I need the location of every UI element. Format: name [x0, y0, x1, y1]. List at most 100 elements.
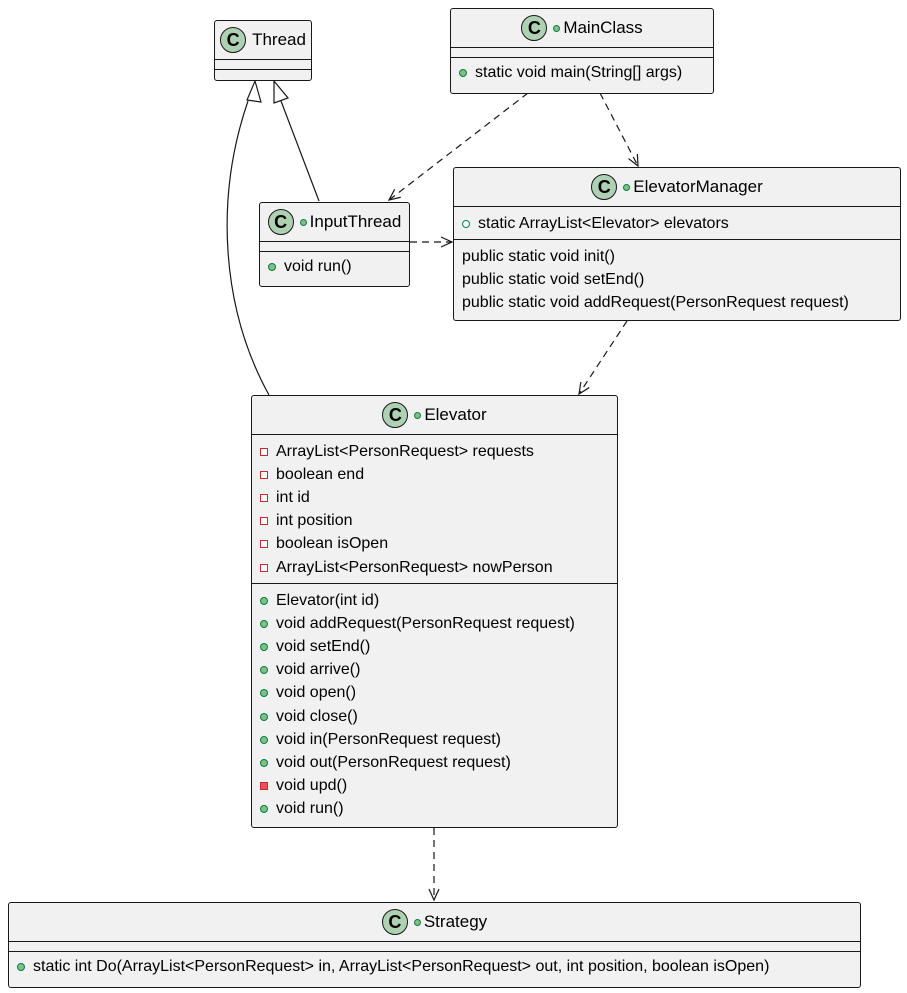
package-field-icon [462, 212, 478, 235]
method-signature: void close() [276, 707, 358, 725]
class-inputthread-methods: void run() [260, 252, 409, 282]
method-signature: void out(PersonRequest request) [276, 754, 511, 772]
public-method-icon [260, 636, 276, 659]
method-row: void in(PersonRequest request) [260, 728, 609, 751]
class-elevator[interactable]: C Elevator ArrayList<PersonRequest> requ… [251, 395, 618, 828]
field-declaration: boolean isOpen [276, 535, 389, 553]
method-signature: static int Do(ArrayList<PersonRequest> i… [33, 957, 770, 975]
field-row: int position [260, 510, 609, 533]
method-row: Elevator(int id) [260, 589, 609, 612]
class-elevatormanager-fields: static ArrayList<Elevator> elevators [454, 207, 900, 241]
public-method-icon [260, 659, 276, 682]
class-elevator-methods: Elevator(int id) void addRequest(PersonR… [252, 584, 617, 825]
class-elevatormanager-methods: public static void init() public static … [454, 240, 900, 319]
class-icon: C [381, 909, 408, 935]
class-name: Strategy [423, 912, 488, 931]
class-strategy[interactable]: C Strategy static int Do(ArrayList<Perso… [8, 902, 861, 988]
class-icon: C [382, 402, 409, 428]
class-icon: C [591, 174, 618, 200]
class-name: Thread [252, 30, 306, 49]
private-field-icon [260, 556, 276, 579]
class-name: Elevator [424, 405, 487, 424]
field-declaration: boolean end [276, 465, 365, 483]
class-strategy-fields [9, 942, 860, 952]
method-row: void addRequest(PersonRequest request) [260, 612, 609, 635]
method-row: void run() [268, 255, 401, 278]
public-method-icon [260, 752, 276, 775]
field-row: boolean end [260, 463, 609, 486]
method-signature: void arrive() [276, 661, 361, 679]
private-field-icon [260, 533, 276, 556]
class-icon: C [220, 27, 247, 53]
private-field-icon [260, 463, 276, 486]
class-thread-header: C Thread [215, 21, 311, 60]
method-row: void setEnd() [260, 636, 609, 659]
field-row: static ArrayList<Elevator> elevators [462, 212, 892, 235]
method-row: static void main(String[] args) [459, 61, 705, 84]
public-class-icon [413, 918, 421, 926]
method-signature: void in(PersonRequest request) [276, 730, 502, 748]
class-inputthread-fields [260, 242, 409, 252]
method-signature: void upd() [276, 777, 348, 795]
method-signature: public static void addRequest(PersonRequ… [462, 294, 849, 312]
method-row: static int Do(ArrayList<PersonRequest> i… [17, 955, 852, 978]
field-declaration: static ArrayList<Elevator> elevators [478, 214, 729, 232]
field-declaration: ArrayList<PersonRequest> requests [276, 442, 534, 460]
private-field-icon [260, 440, 276, 463]
method-row: public static void init() [462, 245, 892, 268]
method-signature: void run() [276, 800, 344, 818]
inheritance-arrowhead-elevator [246, 79, 262, 103]
class-thread[interactable]: C Thread [214, 20, 312, 81]
public-method-icon [17, 955, 33, 978]
method-signature: public static void setEnd() [462, 270, 645, 288]
class-strategy-header: C Strategy [9, 903, 860, 942]
method-signature: void addRequest(PersonRequest request) [276, 614, 575, 632]
public-method-icon [260, 612, 276, 635]
field-declaration: int id [276, 488, 310, 506]
class-mainclass-fields [451, 48, 713, 58]
method-signature: static void main(String[] args) [475, 63, 683, 81]
public-method-icon [459, 61, 475, 84]
class-elevatormanager-header: C ElevatorManager [454, 168, 900, 207]
method-row: void open() [260, 682, 609, 705]
method-row: void run() [260, 798, 609, 821]
method-row: public static void addRequest(PersonRequ… [462, 292, 892, 315]
public-method-icon [260, 798, 276, 821]
private-field-icon [260, 510, 276, 533]
field-row: ArrayList<PersonRequest> requests [260, 440, 609, 463]
method-row: void out(PersonRequest request) [260, 751, 609, 774]
public-class-icon [299, 218, 307, 226]
public-class-icon [553, 24, 561, 32]
class-mainclass-header: C MainClass [451, 9, 713, 48]
field-row: boolean isOpen [260, 533, 609, 556]
field-declaration: int position [276, 512, 353, 530]
class-elevatormanager[interactable]: C ElevatorManager static ArrayList<Eleva… [453, 167, 901, 321]
inheritance-edge-inputthread-thread [280, 100, 320, 202]
class-icon: C [521, 15, 548, 41]
method-row: void upd() [260, 775, 609, 798]
class-inputthread[interactable]: C InputThread void run() [259, 202, 410, 287]
dependency-edge-elevatormanager-elevator [578, 320, 628, 396]
public-class-icon [414, 411, 422, 419]
method-row: public static void setEnd() [462, 268, 892, 291]
class-mainclass[interactable]: C MainClass static void main(String[] ar… [450, 8, 714, 94]
class-mainclass-methods: static void main(String[] args) [451, 58, 713, 88]
class-icon: C [267, 209, 294, 235]
class-thread-methods [215, 70, 311, 82]
public-class-icon [623, 183, 631, 191]
method-signature: void run() [284, 257, 352, 275]
method-signature: void setEnd() [276, 638, 371, 656]
class-name: MainClass [563, 18, 643, 37]
dependency-edge-mainclass-elevatormanager [599, 92, 639, 168]
class-name: InputThread [309, 212, 402, 231]
private-field-icon [260, 486, 276, 509]
field-row: ArrayList<PersonRequest> nowPerson [260, 556, 609, 579]
class-elevator-fields: ArrayList<PersonRequest> requests boolea… [252, 435, 617, 585]
private-method-icon [260, 775, 276, 798]
public-method-icon [260, 589, 276, 612]
method-signature: void open() [276, 684, 357, 702]
class-elevator-header: C Elevator [252, 396, 617, 435]
public-method-icon [260, 728, 276, 751]
public-method-icon [260, 705, 276, 728]
method-row: void close() [260, 705, 609, 728]
